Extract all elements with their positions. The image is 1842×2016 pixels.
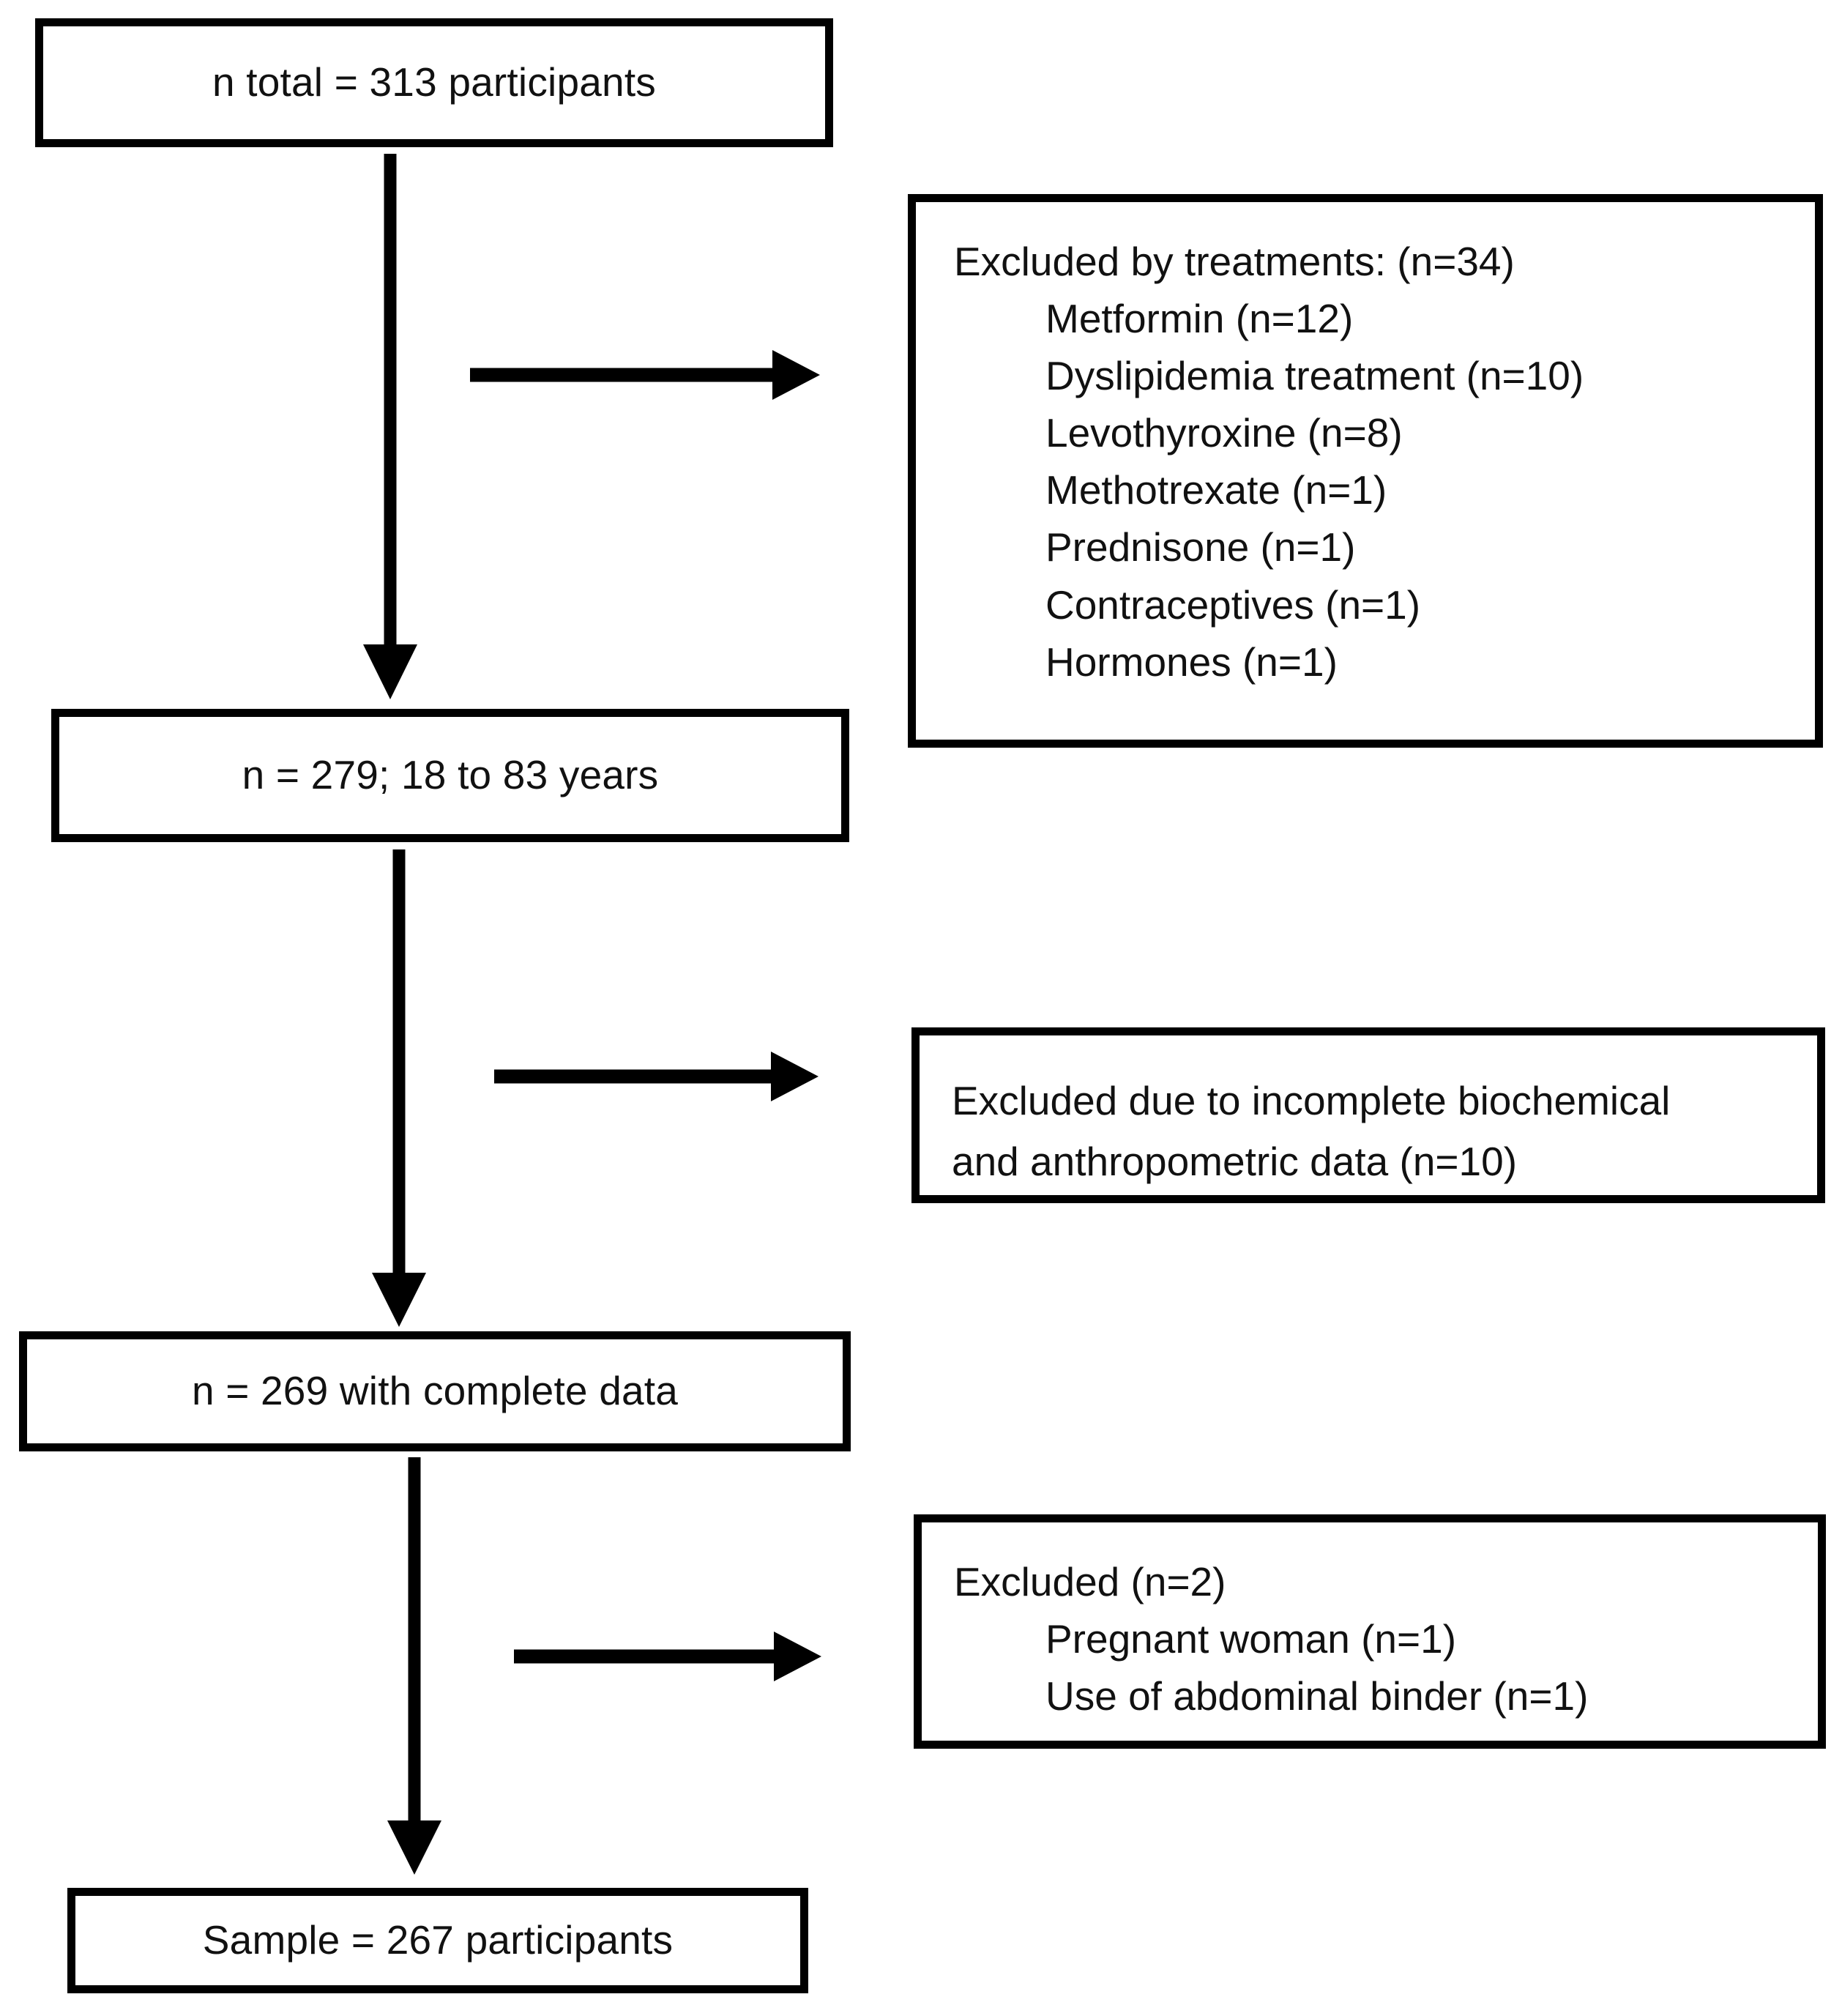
exclusion-item-pregnant-woman: Pregnant woman (n=1) <box>1045 1616 1457 1662</box>
flow-box-complete-data-label: n = 269 with complete data <box>191 1368 679 1414</box>
exclusion-item-contraceptives: Contraceptives (n=1) <box>1045 581 1421 628</box>
exclusion-box-other: Excluded (n=2) Pregnant woman (n=1) Use … <box>914 1514 1826 1749</box>
flow-box-complete-data: n = 269 with complete data <box>19 1331 851 1451</box>
exclusion-box-incomplete-data: Excluded due to incomplete biochemical a… <box>911 1027 1825 1203</box>
exclusion-item-methotrexate: Methotrexate (n=1) <box>1045 467 1387 513</box>
flow-box-final-sample: Sample = 267 participants <box>67 1888 808 1993</box>
exclusion-incomplete-line1: Excluded due to incomplete biochemical <box>952 1078 1671 1123</box>
exclusion-item-levothyroxine: Levothyroxine (n=8) <box>1045 410 1403 456</box>
exclusion-other-heading: Excluded (n=2) <box>954 1559 1226 1604</box>
exclusion-treatments-list: Excluded by treatments: (n=34) Metformin… <box>954 233 1793 691</box>
arrow-right-to-excluded-incomplete <box>494 1052 819 1101</box>
flow-box-total-participants-label: n total = 313 participants <box>212 59 656 105</box>
exclusion-incomplete-line2: and anthropometric data (n=10) <box>952 1138 1518 1184</box>
arrow-down-after-treatments-to-complete-data <box>372 849 426 1327</box>
exclusion-box-treatments: Excluded by treatments: (n=34) Metformin… <box>908 194 1823 748</box>
exclusion-other-list: Excluded (n=2) Pregnant woman (n=1) Use … <box>954 1553 1791 1725</box>
exclusion-item-hormones: Hormones (n=1) <box>1045 639 1338 685</box>
exclusion-item-prednisone: Prednisone (n=1) <box>1045 524 1356 570</box>
exclusion-treatments-heading: Excluded by treatments: (n=34) <box>954 239 1515 284</box>
flow-box-after-treatment-exclusions: n = 279; 18 to 83 years <box>51 709 849 842</box>
flow-box-total-participants: n total = 313 participants <box>35 18 833 147</box>
flow-box-final-sample-label: Sample = 267 participants <box>202 1917 674 1963</box>
arrow-down-complete-data-to-final-sample <box>387 1457 441 1875</box>
arrow-down-total-to-after-treatments <box>363 154 417 699</box>
arrow-right-to-excluded-treatments <box>470 350 820 400</box>
arrow-right-to-excluded-other <box>514 1632 821 1681</box>
flow-box-after-treatment-exclusions-label: n = 279; 18 to 83 years <box>242 752 659 798</box>
exclusion-item-abdominal-binder: Use of abdominal binder (n=1) <box>1045 1673 1589 1719</box>
exclusion-item-dyslipidemia: Dyslipidemia treatment (n=10) <box>1045 353 1584 399</box>
exclusion-item-metformin: Metformin (n=12) <box>1045 296 1354 342</box>
